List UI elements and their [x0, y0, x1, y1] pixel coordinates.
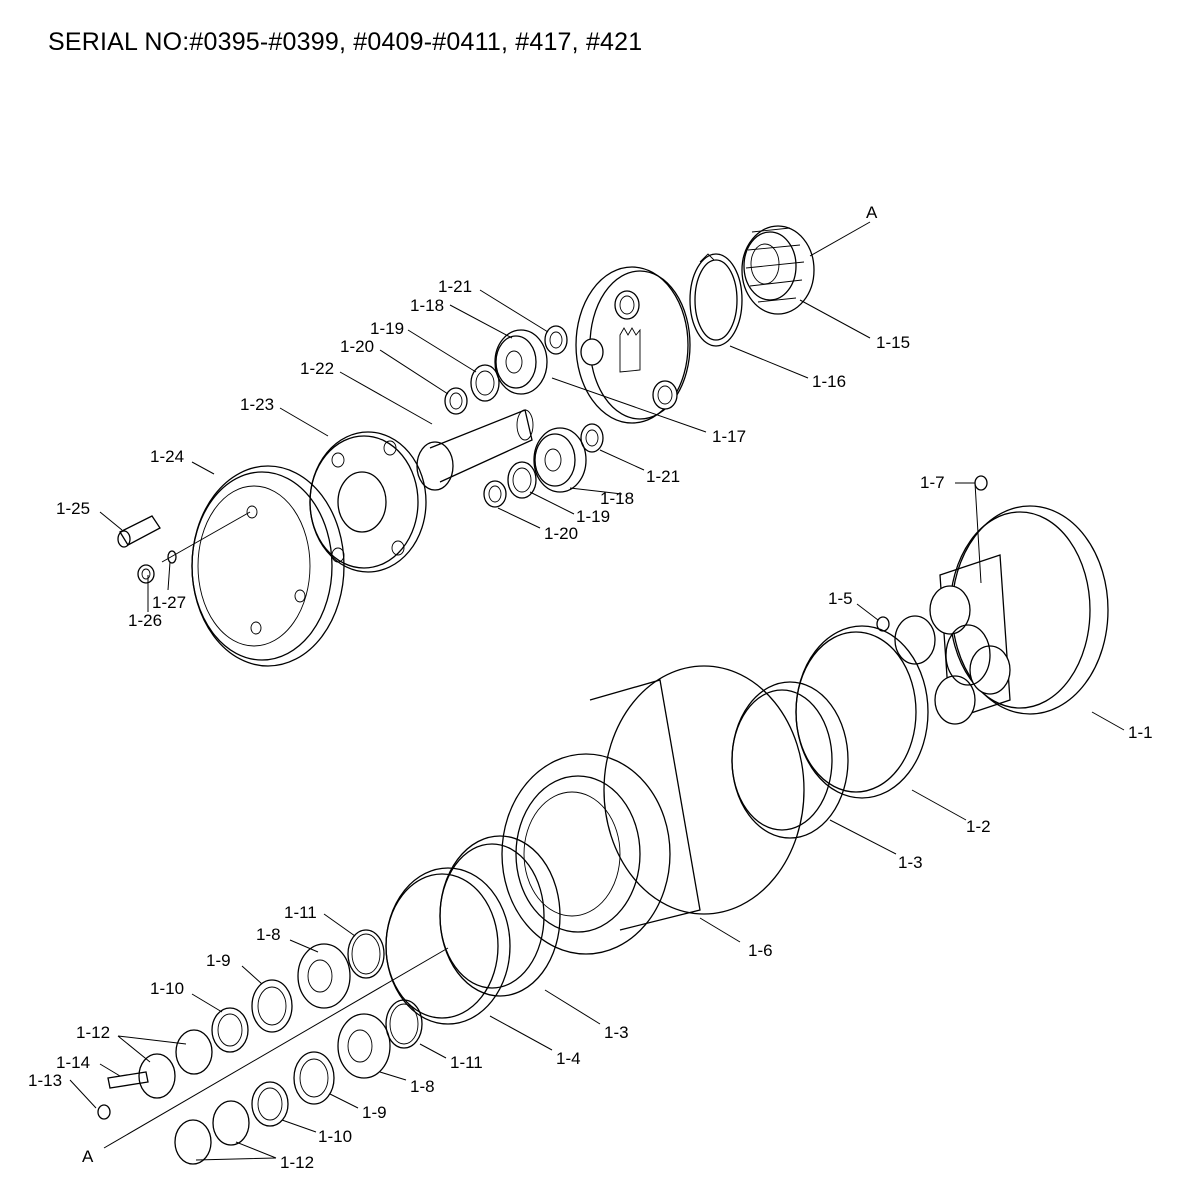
- part-snap-ring-1-16: [689, 253, 743, 347]
- label-1-19-lower: 1-19: [576, 507, 610, 526]
- label-a-bottom: A: [82, 1147, 94, 1166]
- label-1-6: 1-6: [748, 941, 773, 960]
- part-planet-gear-1-18-upper: [494, 329, 548, 395]
- part-bushing-1-20-upper: [444, 387, 468, 415]
- part-gear-1-8-lower: [337, 1013, 391, 1079]
- label-1-20-upper: 1-20: [340, 337, 374, 356]
- part-bearing-1-3-lower: [439, 835, 561, 997]
- label-1-17: 1-17: [712, 427, 746, 446]
- part-thrust-washer-1-12-lower2: [174, 1119, 212, 1165]
- part-bolt-1-13: [97, 1104, 111, 1120]
- part-plug-1-7: [974, 475, 988, 491]
- part-washer-1-21-lower: [580, 423, 604, 453]
- part-plug-1-26: [137, 564, 155, 584]
- label-1-21-lower: 1-21: [646, 467, 680, 486]
- part-washer-1-11-lower: [385, 999, 423, 1049]
- part-pin-1-14: [107, 1071, 149, 1089]
- label-1-16: 1-16: [812, 372, 846, 391]
- label-1-24: 1-24: [150, 447, 184, 466]
- label-1-25: 1-25: [56, 499, 90, 518]
- label-1-5: 1-5: [828, 589, 853, 608]
- part-gear-1-8-upper: [297, 943, 351, 1009]
- reference-axis-a: [103, 947, 449, 1149]
- label-1-15: 1-15: [876, 333, 910, 352]
- label-1-1: 1-1: [1128, 723, 1153, 742]
- label-1-3-upper: 1-3: [898, 853, 923, 872]
- part-carrier-1-17: [575, 266, 691, 424]
- part-o-ring-1-27: [167, 550, 177, 564]
- label-1-11-lower: 1-11: [450, 1053, 483, 1072]
- part-thrust-washer-1-12-upper: [175, 1029, 213, 1075]
- part-bushing-1-10-upper: [211, 1007, 249, 1053]
- part-planet-gear-1-18-lower: [533, 427, 587, 493]
- label-1-12-lower: 1-12: [280, 1153, 314, 1172]
- part-housing-1-1: [894, 505, 1109, 725]
- part-bushing-1-10-lower: [251, 1081, 289, 1127]
- label-1-8-upper: 1-8: [256, 925, 281, 944]
- label-1-13: 1-13: [28, 1071, 62, 1090]
- label-1-4: 1-4: [556, 1049, 581, 1068]
- label-a-top: A: [866, 203, 878, 222]
- part-sun-gear-1-15: [741, 225, 815, 315]
- label-1-10-lower: 1-10: [318, 1127, 352, 1146]
- label-1-9-upper: 1-9: [206, 951, 231, 970]
- part-cover-1-24: [191, 465, 345, 667]
- part-thrust-washer-1-12-mid: [138, 1053, 176, 1099]
- label-1-12-upper: 1-12: [76, 1023, 110, 1042]
- part-hub-drum-1-6: [501, 665, 805, 955]
- label-1-3-lower: 1-3: [604, 1023, 629, 1042]
- label-1-27: 1-27: [152, 593, 186, 612]
- label-1-14: 1-14: [56, 1053, 90, 1072]
- part-needle-bearing-1-19-upper: [470, 364, 500, 402]
- part-needle-bearing-1-19-lower: [507, 461, 537, 499]
- part-thrust-washer-1-12-lower1: [212, 1100, 250, 1146]
- part-needle-bearing-1-9-lower: [293, 1051, 335, 1105]
- serial-number-header: SERIAL NO:#0395-#0399, #0409-#0411, #417…: [48, 28, 643, 56]
- part-bearing-1-3-upper: [731, 681, 849, 839]
- label-1-11-upper: 1-11: [284, 903, 317, 922]
- leader-lines: [69, 221, 1125, 1161]
- part-labels: A 1-21 1-18 1-19 1-20 1-22 1-23 1-24 1-2…: [28, 203, 1153, 1172]
- label-1-23: 1-23: [240, 395, 274, 414]
- part-bushing-1-20-lower: [483, 480, 507, 508]
- part-shaft-1-22: [416, 409, 534, 491]
- label-1-10-upper: 1-10: [150, 979, 184, 998]
- label-1-22: 1-22: [300, 359, 334, 378]
- part-washer-1-11-upper: [347, 929, 385, 979]
- part-bolt-1-25: [117, 515, 161, 548]
- label-1-7: 1-7: [920, 473, 945, 492]
- label-1-19-upper: 1-19: [370, 319, 404, 338]
- part-ring-1-4: [385, 867, 511, 1025]
- label-1-21-upper: 1-21: [438, 277, 472, 296]
- label-1-2: 1-2: [966, 817, 991, 836]
- label-1-8-lower: 1-8: [410, 1077, 435, 1096]
- part-washer-1-21-upper: [544, 325, 568, 355]
- label-1-18-upper: 1-18: [410, 296, 444, 315]
- label-1-9-lower: 1-9: [362, 1103, 387, 1122]
- part-thrust-plate-1-23: [309, 431, 427, 573]
- label-1-18-lower: 1-18: [600, 489, 634, 508]
- part-needle-bearing-1-9-upper: [251, 979, 293, 1033]
- label-1-26: 1-26: [128, 611, 162, 630]
- label-1-20-lower: 1-20: [544, 524, 578, 543]
- part-floating-seal-1-2: [795, 625, 929, 799]
